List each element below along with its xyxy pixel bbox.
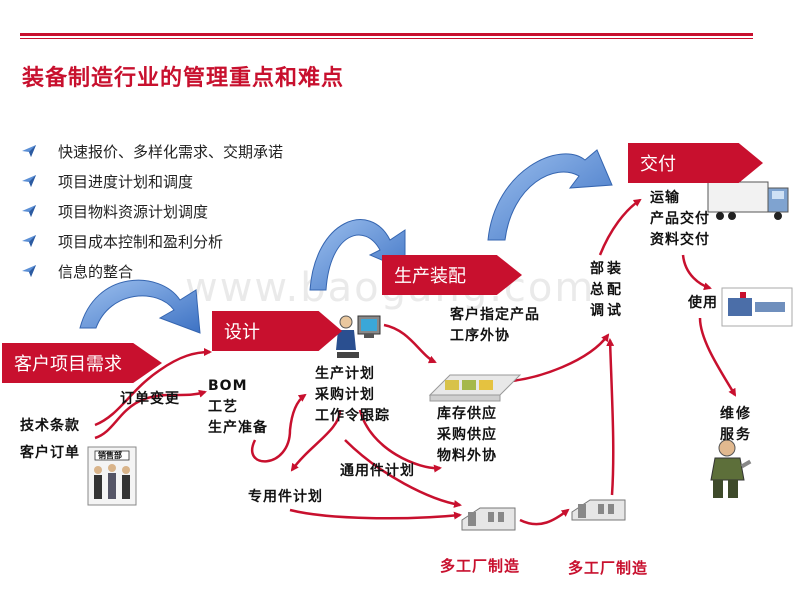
customer-specified-label: 客户指定产品 bbox=[450, 307, 540, 323]
bullet-item: 项目成本控制和盈利分析 bbox=[22, 226, 283, 256]
plan-block: 生产计划 采购计划 工作令跟踪 bbox=[315, 364, 390, 427]
flow-arrow bbox=[698, 317, 737, 397]
stage-arrow-3 bbox=[487, 149, 613, 241]
flow-arrow bbox=[289, 508, 462, 520]
bom-line: BOM bbox=[208, 378, 248, 394]
supply-line: 物料外协 bbox=[437, 448, 497, 464]
bullet-item: 项目物料资源计划调度 bbox=[22, 196, 283, 226]
plan-line: 工作令跟踪 bbox=[315, 408, 390, 424]
sales-dept-label: 销售部 bbox=[98, 451, 122, 460]
supply-line: 库存供应 bbox=[437, 406, 497, 422]
sales-team-icon bbox=[87, 446, 137, 506]
flow-arrow bbox=[251, 393, 307, 463]
flow-arrow bbox=[519, 508, 570, 526]
flow-arrow bbox=[358, 409, 442, 473]
page-title: 装备制造行业的管理重点和难点 bbox=[22, 66, 345, 91]
bullet-item: 信息的整合 bbox=[22, 256, 283, 286]
delivery-block: 运输 产品交付 资料交付 bbox=[650, 188, 710, 251]
truck-icon bbox=[707, 181, 789, 220]
delivery-line: 运输 bbox=[650, 190, 680, 206]
stage-label: 生产装配 bbox=[394, 266, 466, 287]
maintenance-line: 服务 bbox=[720, 427, 752, 443]
flow-arrow bbox=[290, 409, 342, 472]
bullet-text: 项目进度计划和调度 bbox=[58, 172, 194, 191]
stage-label: 客户项目需求 bbox=[14, 354, 122, 375]
stage-customer-requirements: 客户项目需求 bbox=[2, 343, 162, 383]
bullet-arrow-icon bbox=[22, 235, 36, 247]
flow-arrow bbox=[94, 348, 212, 427]
flow-arrow bbox=[344, 439, 462, 508]
factory-icon bbox=[461, 507, 516, 531]
delivery-line: 资料交付 bbox=[650, 232, 710, 248]
process-outsource-label: 工序外协 bbox=[450, 328, 510, 344]
flow-arrow bbox=[598, 198, 642, 256]
stage-arrow-2 bbox=[309, 219, 406, 291]
multi-factory-label-2: 多工厂制造 bbox=[568, 559, 649, 577]
bullet-arrow-icon bbox=[22, 145, 36, 157]
bullet-item: 快速报价、多样化需求、交期承诺 bbox=[22, 136, 283, 166]
warehouse-pallets-icon bbox=[428, 374, 522, 402]
plan-line: 采购计划 bbox=[315, 387, 375, 403]
special-parts-plan-label: 专用件计划 bbox=[248, 489, 323, 505]
bullet-text: 信息的整合 bbox=[58, 262, 134, 281]
repairman-icon bbox=[710, 439, 752, 498]
stage-delivery: 交付 bbox=[628, 143, 763, 183]
final-assembly-line: 总配 bbox=[590, 282, 624, 298]
flow-arrow bbox=[94, 389, 207, 440]
final-assembly-block: 部装 总配 调试 bbox=[590, 259, 624, 322]
stage-arrow-1 bbox=[79, 279, 201, 334]
bullet-text: 项目成本控制和盈利分析 bbox=[58, 232, 224, 251]
multi-factory-label-1: 多工厂制造 bbox=[440, 557, 521, 575]
final-assembly-line: 部装 bbox=[590, 261, 624, 277]
flow-arrow bbox=[606, 338, 615, 496]
bullet-item: 项目进度计划和调度 bbox=[22, 166, 283, 196]
bullet-text: 快速报价、多样化需求、交期承诺 bbox=[58, 142, 284, 161]
plan-line: 生产计划 bbox=[315, 366, 375, 382]
use-label: 使用 bbox=[688, 295, 718, 311]
tech-terms-label: 技术条款 bbox=[20, 418, 80, 434]
bom-block: BOM 工艺 生产准备 bbox=[208, 376, 268, 439]
bullet-text: 项目物料资源计划调度 bbox=[58, 202, 209, 221]
supply-block: 库存供应 采购供应 物料外协 bbox=[437, 404, 497, 467]
bom-line: 生产准备 bbox=[208, 420, 268, 436]
stage-label: 设计 bbox=[224, 322, 260, 343]
machinery-icon bbox=[721, 287, 793, 327]
maintenance-line: 维修 bbox=[720, 406, 752, 422]
final-assembly-line: 调试 bbox=[590, 303, 624, 319]
flow-arrow bbox=[681, 254, 712, 291]
general-parts-plan-label: 通用件计划 bbox=[340, 463, 415, 479]
customer-order-label: 客户订单 bbox=[20, 445, 80, 461]
computer-user-icon bbox=[336, 315, 381, 358]
maintenance-block: 维修 服务 bbox=[720, 404, 752, 446]
bullet-arrow-icon bbox=[22, 175, 36, 187]
factory-icon bbox=[571, 499, 626, 521]
flow-arrow bbox=[383, 323, 437, 364]
header-rule-thin bbox=[20, 38, 753, 39]
bullet-arrow-icon bbox=[22, 265, 36, 277]
stage-production-assembly: 生产装配 bbox=[382, 255, 522, 295]
bom-line: 工艺 bbox=[208, 399, 238, 415]
supply-line: 采购供应 bbox=[437, 427, 497, 443]
order-change-label: 订单变更 bbox=[120, 391, 180, 407]
bullet-list: 快速报价、多样化需求、交期承诺 项目进度计划和调度 项目物料资源计划调度 项目成… bbox=[22, 136, 283, 286]
stage-label: 交付 bbox=[640, 154, 676, 175]
delivery-line: 产品交付 bbox=[650, 211, 710, 227]
stage-design: 设计 bbox=[212, 311, 342, 351]
header-rule-thick bbox=[20, 33, 753, 36]
bullet-arrow-icon bbox=[22, 205, 36, 217]
